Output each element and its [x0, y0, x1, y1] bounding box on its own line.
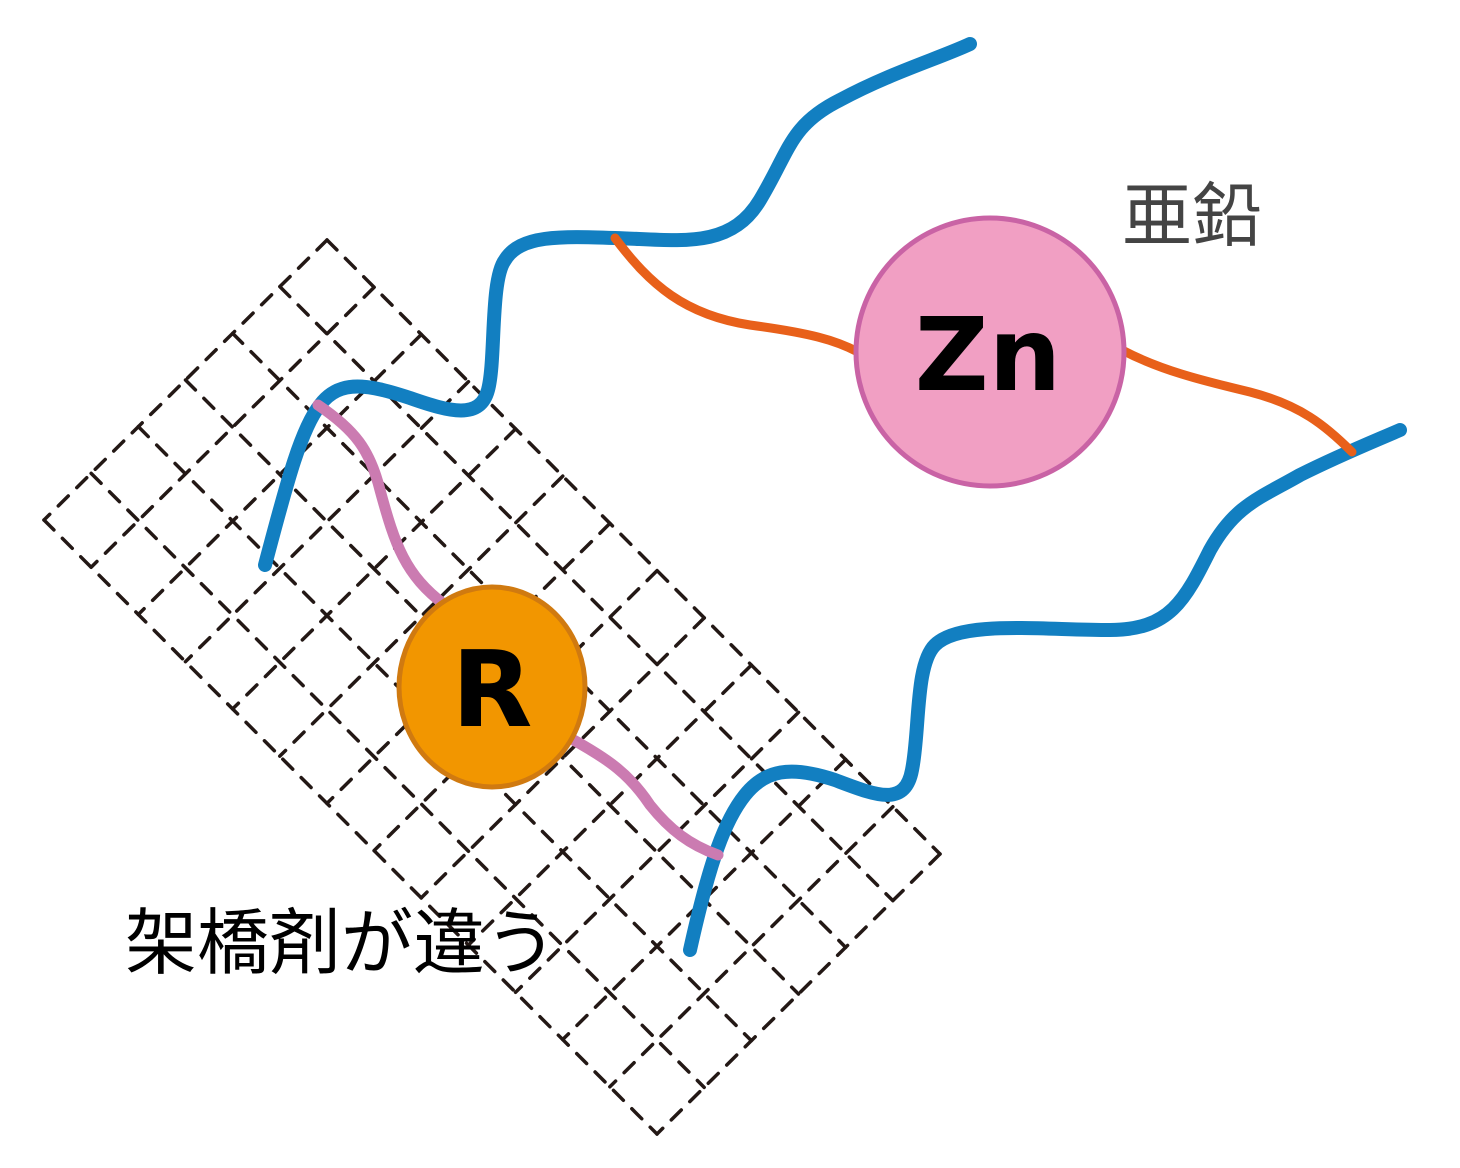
zinc-caption: 亜鉛: [1122, 175, 1262, 257]
zinc-ion: Zn: [853, 215, 1127, 489]
grid-line: [183, 379, 471, 664]
r-link-lower: [564, 732, 724, 861]
grid-line: [325, 238, 942, 856]
zn-symbol: Zn: [915, 296, 1062, 415]
crosslinker-r: R: [396, 584, 588, 790]
grid-line: [278, 474, 565, 758]
grid-line: [136, 424, 754, 1043]
r-symbol: R: [452, 629, 533, 751]
polymer-chain-lower: [683, 423, 1407, 957]
grid-line: [278, 284, 895, 903]
polymer-chain-upper: [258, 37, 977, 572]
zn-link-right: [1117, 345, 1357, 457]
crosslinker-caption: 架橋剤が違う: [125, 901, 557, 985]
grid-line: [513, 710, 801, 995]
grid-line: [230, 331, 848, 950]
zn-link-left: [610, 233, 863, 357]
r-link-upper: [312, 399, 451, 611]
grid-line: [608, 805, 895, 1089]
grid-line: [89, 471, 706, 1090]
grid-line: [42, 518, 659, 1136]
